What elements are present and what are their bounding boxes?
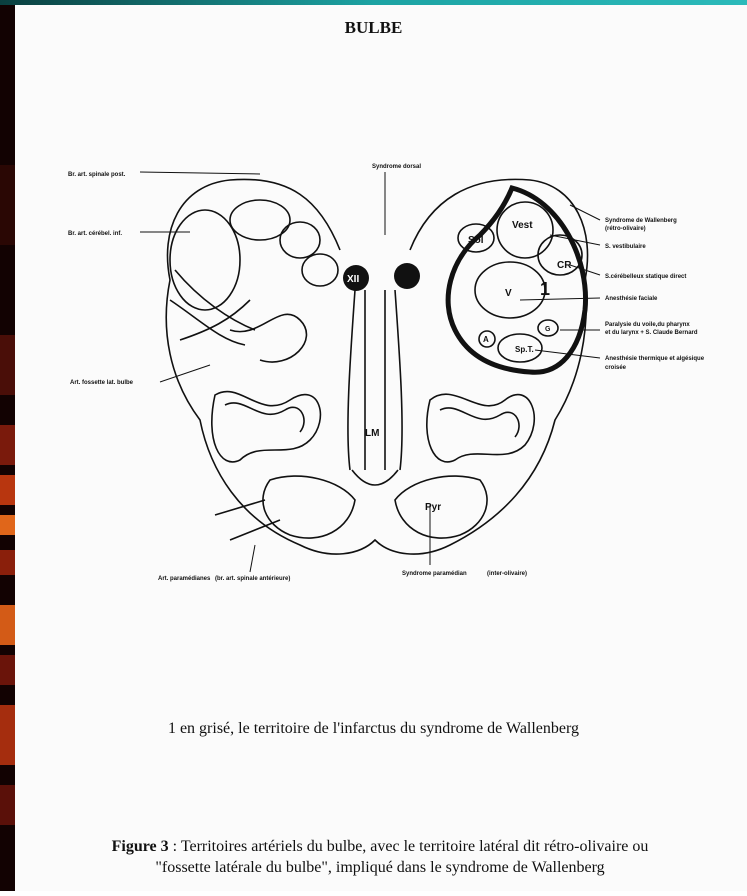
label-fossette: Art. fossette lat. bulbe [70, 380, 134, 386]
label-croisee: croisée [605, 365, 627, 371]
left-olive [212, 392, 321, 462]
label-wallenberg: Syndrome de Wallenberg [605, 218, 677, 224]
label-paralysie-1: Paralysie du voile,du pharynx [605, 322, 690, 328]
median-fissure [348, 290, 402, 470]
infarct-caption: 1 en grisé, le territoire de l'infarctus… [0, 720, 747, 738]
left-pyramid [263, 476, 355, 538]
g-label: G [545, 326, 551, 333]
label-syndrome-dorsal: Syndrome dorsal [372, 164, 421, 170]
lm-label: LM [365, 428, 379, 439]
label-vestibulaire: S. vestibulaire [605, 244, 646, 250]
sp-label: Sp.T. [515, 345, 534, 354]
label-syndrome-paramedian: Syndrome paramédian [402, 571, 467, 577]
figure-text-2: "fossette latérale du bulbe", impliqué d… [155, 859, 604, 876]
left-dorsal-nucleus [170, 210, 240, 310]
label-paramedianes: Art. paramédianes [158, 576, 211, 582]
sol-label: Sol [468, 235, 484, 246]
label-paralysie-2: et du larynx + S. Claude Bernard [605, 330, 698, 336]
figure-text-1: : Territoires artériels du bulbe, avec l… [169, 838, 649, 855]
label-spinale-post: Br. art. spinale post. [68, 172, 126, 178]
v-label: V [505, 288, 512, 299]
figure-caption: Figure 3 : Territoires artériels du bulb… [20, 836, 740, 878]
label-cerebel-inf: Br. art. cérébel. inf. [68, 231, 122, 237]
dark-nucleus-right [394, 263, 420, 289]
a-label: A [483, 335, 489, 344]
figure-label: Figure 3 [112, 838, 169, 855]
pyr-label: Pyr [425, 502, 441, 513]
label-spinale-ant: (br. art. spinale antérieure) [215, 576, 290, 582]
medulla-outline [166, 179, 587, 554]
label-cerebelleux: S.cérébelleux statique direct [605, 274, 686, 280]
label-retro-olivaire: (rétro-olivaire) [605, 226, 646, 232]
infarct-one-label: 1 [540, 279, 550, 299]
label-anesthesie-faciale: Anesthésie faciale [605, 296, 658, 302]
vest-label: Vest [512, 220, 533, 231]
label-inter-olivaire: (inter-olivaire) [487, 571, 527, 577]
label-anesthesie-thermique: Anesthésie thermique et algésique [605, 356, 705, 362]
xii-label: XII [347, 274, 359, 285]
